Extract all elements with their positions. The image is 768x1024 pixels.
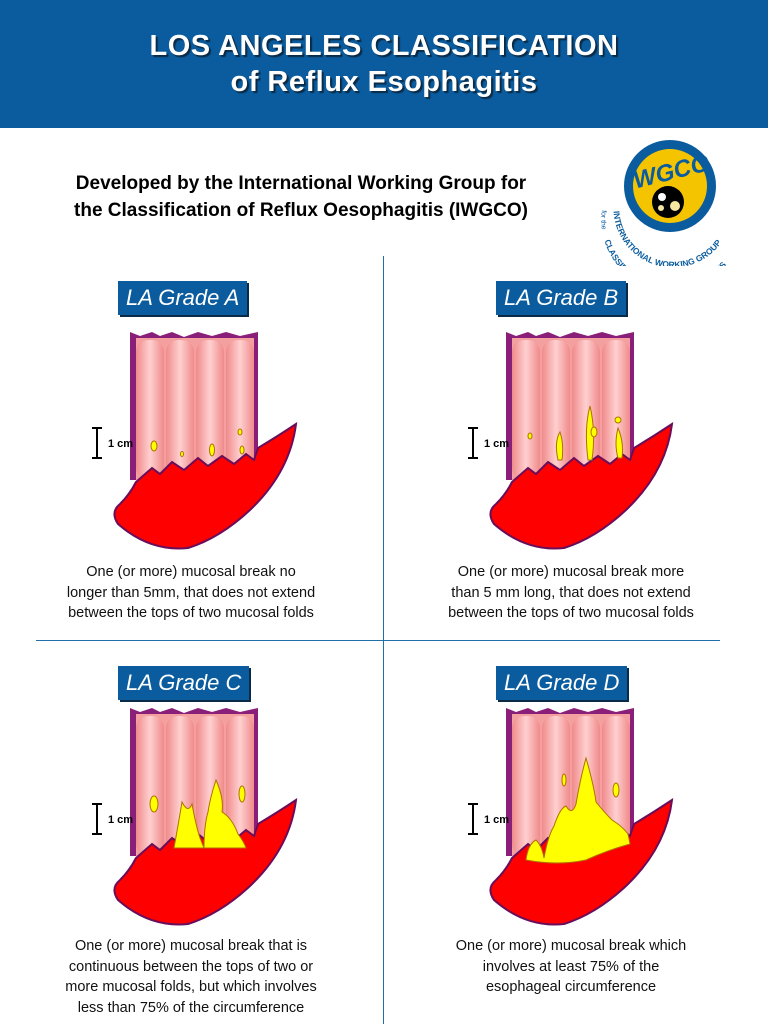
grade-a-description: One (or more) mucosal break no longer th… bbox=[66, 564, 316, 621]
grade-a-illustration: 1 cm bbox=[92, 332, 297, 550]
grade-d-illustration: 1 cm bbox=[468, 708, 673, 926]
scale-label: 1 cm bbox=[484, 438, 509, 450]
scale-label: 1 cm bbox=[108, 438, 133, 450]
intro-line-2: the Classification of Reflux Oesophagiti… bbox=[74, 200, 528, 221]
title-line-2: of Reflux Esophagitis bbox=[230, 66, 538, 98]
grade-c-description: One (or more) mucosal break that is cont… bbox=[65, 938, 317, 1016]
grade-c-illustration: 1 cm bbox=[92, 708, 297, 926]
scale-bar-icon bbox=[92, 427, 103, 459]
intro-line-1: Developed by the International Working G… bbox=[75, 173, 527, 194]
logo-lumen-icon bbox=[652, 186, 684, 218]
grade-b-illustration: 1 cm bbox=[468, 332, 673, 550]
grade-d-lesions bbox=[525, 756, 631, 864]
grade-b-lesions bbox=[527, 405, 623, 461]
grade-b-description: One (or more) mucosal break more than 5 … bbox=[448, 564, 694, 621]
horizontal-divider bbox=[36, 640, 720, 641]
title-line-1: LOS ANGELES CLASSIFICATION bbox=[149, 30, 619, 62]
grade-d-description: One (or more) mucosal break which involv… bbox=[455, 938, 687, 995]
scale-bar-icon bbox=[92, 803, 103, 835]
grade-b-label: LA Grade B bbox=[496, 281, 627, 315]
scale-bar-icon bbox=[468, 803, 479, 835]
grade-c-label: LA Grade C bbox=[118, 666, 250, 700]
grade-a-lesions bbox=[150, 428, 245, 457]
iwgco-logo: IWGCO INTERNATIONAL WORKING GROUP for th… bbox=[599, 140, 728, 266]
intro-text: Developed by the International Working G… bbox=[26, 170, 576, 224]
logo-ring-for: for the bbox=[599, 210, 607, 230]
logo-inner-circle bbox=[633, 149, 707, 223]
grade-d-label: LA Grade D bbox=[496, 666, 628, 700]
title-banner: LOS ANGELES CLASSIFICATION of Reflux Eso… bbox=[0, 0, 768, 128]
scale-label: 1 cm bbox=[108, 814, 133, 826]
svg-text:for the: for the bbox=[599, 210, 607, 230]
grade-a-label: LA Grade A bbox=[118, 281, 248, 315]
scale-label: 1 cm bbox=[484, 814, 509, 826]
grade-c-lesions bbox=[149, 778, 247, 849]
scale-bar-icon bbox=[468, 427, 479, 459]
